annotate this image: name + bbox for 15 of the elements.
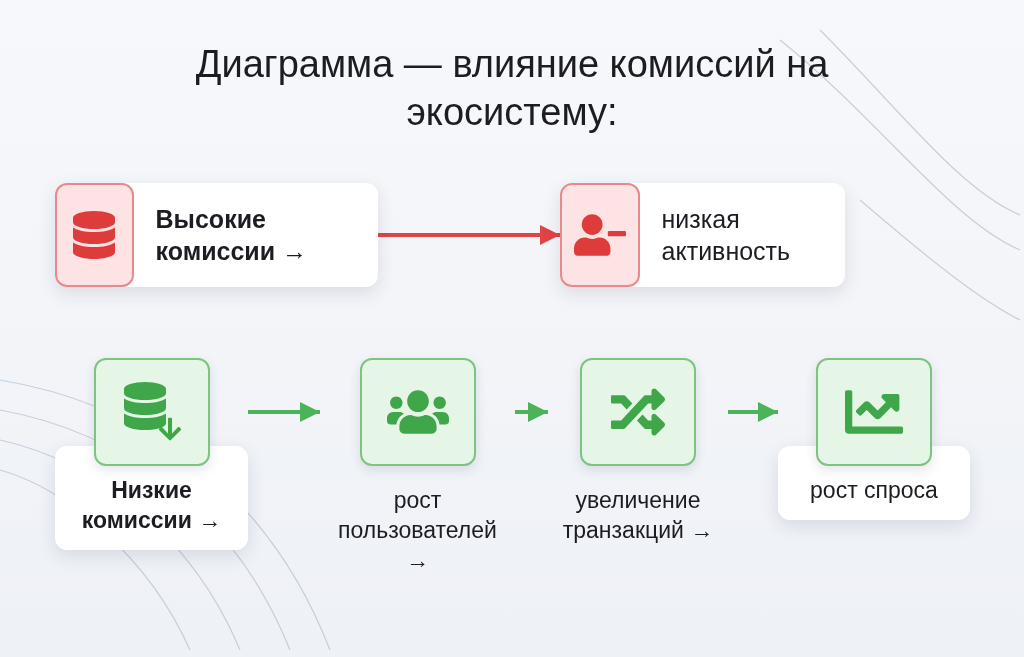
node-label: Низкие комиссии → xyxy=(80,476,223,535)
arrow xyxy=(378,225,560,245)
process-card xyxy=(55,183,378,287)
node-label: рост пользователей → xyxy=(337,486,498,575)
node-label: низкая активность xyxy=(660,203,792,267)
node-label: увеличение транзакций → xyxy=(561,486,715,545)
arrow xyxy=(515,402,548,422)
process-card xyxy=(560,183,845,287)
arrow xyxy=(248,402,320,422)
arrow xyxy=(728,402,778,422)
title: Диаграмма — влияние комиссий на экосистему: xyxy=(194,42,830,135)
process-step xyxy=(778,358,970,520)
process-step xyxy=(55,358,248,550)
node-label: Высокие комиссии → xyxy=(154,203,309,267)
node-label: рост спроса xyxy=(810,476,938,505)
